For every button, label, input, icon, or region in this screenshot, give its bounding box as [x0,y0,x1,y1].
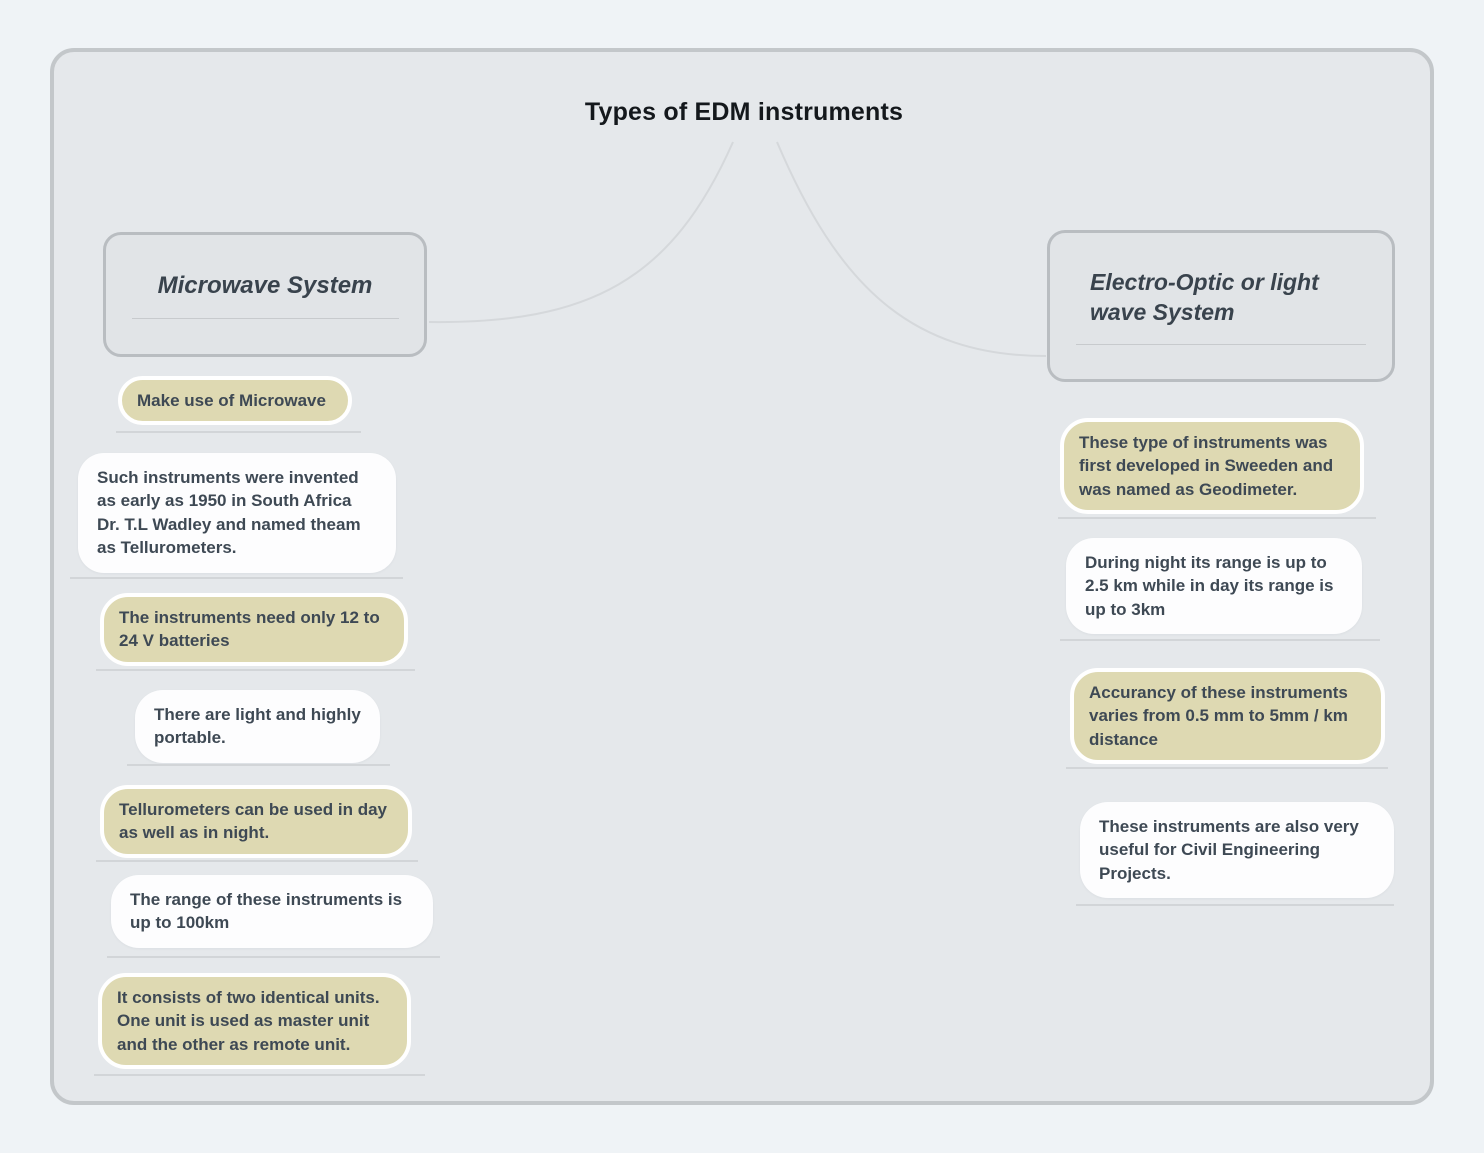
node-batteries[interactable]: The instruments need only 12 to 24 V bat… [100,593,408,666]
node-text: Such instruments were invented as early … [97,468,361,558]
node-underline [70,577,403,579]
central-topic[interactable]: Types of EDM instruments [584,98,904,126]
node-text: These instruments are also very useful f… [1099,817,1359,883]
node-underline [1058,517,1376,519]
node-make-use-of-microwave[interactable]: Make use of Microwave [118,376,352,426]
node-portable[interactable]: There are light and highly portable. [135,690,380,763]
node-underline [96,669,415,671]
node-two-identical-units[interactable]: It consists of two identical units. One … [98,973,411,1070]
topic-rule [131,318,399,320]
node-accuracy[interactable]: Accurancy of these instruments varies fr… [1070,668,1385,765]
node-underline [96,860,418,862]
node-geodimeter-origin[interactable]: These type of instruments was first deve… [1060,418,1364,515]
node-text: Accurancy of these instruments varies fr… [1089,683,1348,749]
topic-label: Electro-Optic or light wave System [1090,268,1319,325]
node-underline [1076,904,1394,906]
node-text: Tellurometers can be used in day as well… [119,800,387,843]
topic-rule [1076,344,1366,346]
node-underline [1060,639,1380,641]
node-text: There are light and highly portable. [154,705,361,748]
node-underline [94,1074,425,1076]
node-day-night-use[interactable]: Tellurometers can be used in day as well… [100,785,412,858]
node-text: Make use of Microwave [137,391,326,410]
node-underline [127,764,390,766]
node-text: These type of instruments was first deve… [1079,433,1334,499]
node-underline [1066,767,1388,769]
node-text: It consists of two identical units. One … [117,988,380,1054]
node-text: During night its range is up to 2.5 km w… [1085,553,1334,619]
topic-label: Microwave System [157,271,373,299]
node-text: The instruments need only 12 to 24 V bat… [119,608,380,651]
node-range-100km[interactable]: The range of these instruments is up to … [111,875,433,948]
node-text: The range of these instruments is up to … [130,890,403,933]
node-night-day-range[interactable]: During night its range is up to 2.5 km w… [1066,538,1362,635]
topic-microwave-system[interactable]: Microwave System [103,232,427,357]
topic-electro-optic-system[interactable]: Electro-Optic or light wave System [1047,230,1395,382]
node-tellurometer-history[interactable]: Such instruments were invented as early … [78,453,396,573]
node-underline [116,431,361,433]
node-underline [107,956,440,958]
node-civil-engineering[interactable]: These instruments are also very useful f… [1080,802,1394,899]
